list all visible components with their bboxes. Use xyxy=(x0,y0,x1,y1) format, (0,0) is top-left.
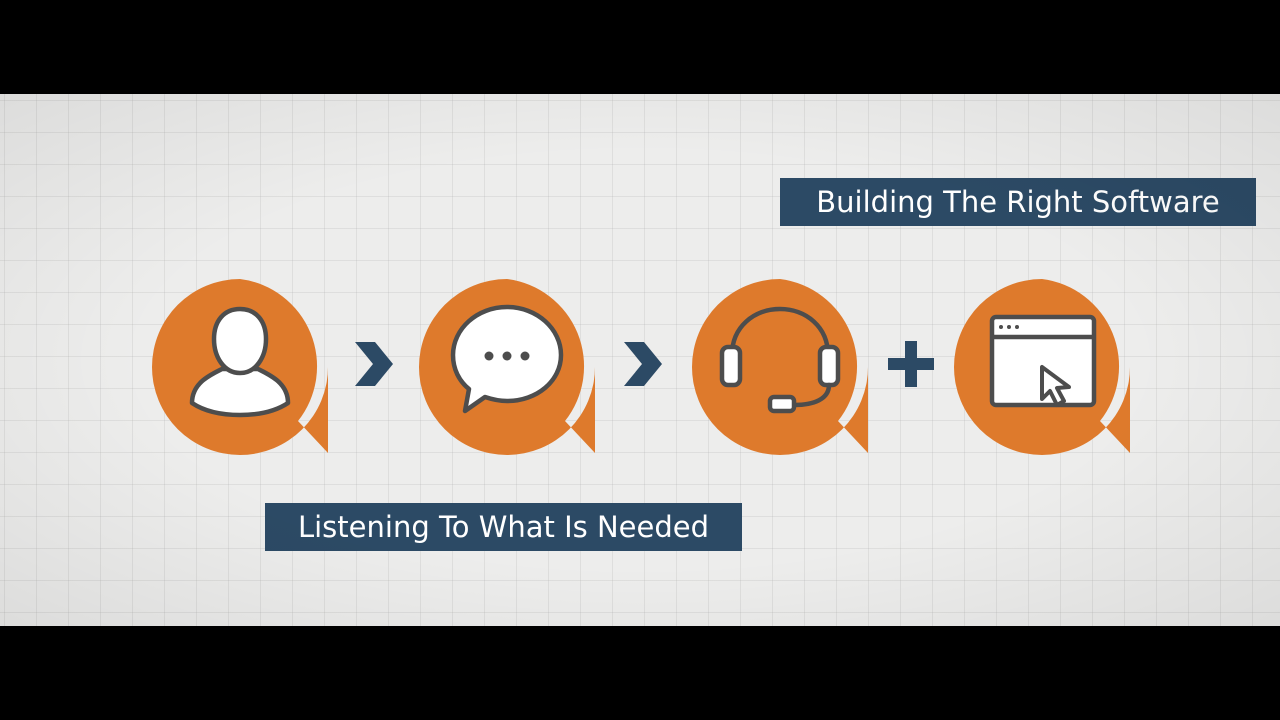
title-label-building: Building The Right Software xyxy=(780,178,1256,226)
browser-window-cursor-icon xyxy=(989,314,1097,408)
headset-icon xyxy=(719,306,841,414)
step-bubble-headset xyxy=(692,279,868,455)
plus-icon xyxy=(888,341,934,387)
step-bubble-chat xyxy=(419,279,595,455)
chevron-right-icon xyxy=(355,342,393,386)
animation-stage: Building The Right Software xyxy=(0,94,1280,626)
user-icon xyxy=(189,306,291,418)
chevron-right-icon xyxy=(624,342,662,386)
step-bubble-person xyxy=(152,279,328,455)
step-bubble-browser xyxy=(954,279,1130,455)
caption-label-listening: Listening To What Is Needed xyxy=(265,503,742,551)
chat-bubble-icon xyxy=(450,304,564,414)
